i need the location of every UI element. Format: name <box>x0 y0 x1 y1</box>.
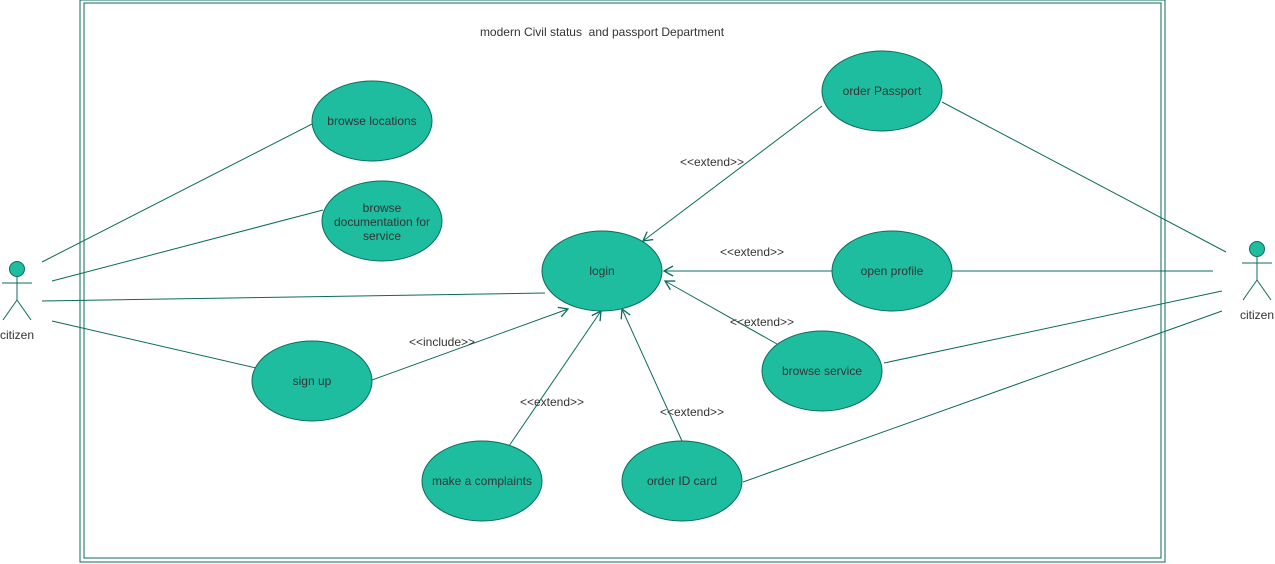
actor-right-citizen[interactable] <box>1242 241 1272 301</box>
include-label-sign-up: <<include>> <box>409 335 475 349</box>
use-case-label: order ID card <box>647 474 717 488</box>
actor-head-icon <box>1249 241 1265 257</box>
extend-arrow-id-card <box>620 307 683 442</box>
use-case-label: sign up <box>293 374 332 388</box>
system-title: modern Civil status and passport Departm… <box>480 25 725 39</box>
actor-head-icon <box>9 261 25 277</box>
use-case-login[interactable]: login <box>541 230 663 312</box>
actor-left-leg <box>2 299 18 321</box>
use-case-label: browse locations <box>327 114 416 128</box>
include-arrow-sign-up <box>371 306 570 381</box>
extend-label-service: <<extend>> <box>730 315 794 329</box>
use-case-open-profile[interactable]: open profile <box>831 230 953 312</box>
assoc-left-sign-up <box>51 320 257 369</box>
use-case-label: browse service <box>782 364 862 378</box>
assoc-left-login <box>41 292 546 302</box>
extend-label-complaints: <<extend>> <box>520 395 584 409</box>
actor-left-citizen[interactable] <box>2 261 32 321</box>
extend-arrow-passport <box>641 105 823 242</box>
left-actor-associations <box>41 121 546 369</box>
extend-arrow-service <box>663 280 778 345</box>
assoc-left-browse-locations <box>41 121 317 263</box>
use-case-label: make a complaints <box>432 474 532 488</box>
extend-label-id-card: <<extend>> <box>660 405 724 419</box>
actor-left-label: citizen <box>0 328 34 342</box>
system-boundary <box>79 0 1166 563</box>
right-actor-associations <box>742 101 1227 483</box>
use-case-sign-up[interactable]: sign up <box>251 340 373 422</box>
assoc-right-order-passport <box>941 101 1227 253</box>
dependency-arrows <box>371 105 832 447</box>
extend-label-passport: <<extend>> <box>680 155 744 169</box>
use-case-make-complaints[interactable]: make a complaints <box>421 440 543 522</box>
use-case-label: open profile <box>861 264 924 278</box>
use-case-label-line-2: documentation for <box>334 215 430 229</box>
use-case-order-id-card[interactable]: order ID card <box>621 440 743 522</box>
use-case-browse-locations[interactable]: browse locations <box>311 80 433 162</box>
use-case-label: order Passport <box>843 84 922 98</box>
assoc-right-order-id-card <box>742 310 1223 483</box>
actor-right-leg <box>16 299 32 321</box>
use-case-label-line-3: service <box>363 229 401 243</box>
extend-arrow-complaints <box>508 309 602 447</box>
actor-left-leg <box>1242 279 1258 301</box>
assoc-right-browse-service <box>883 290 1223 364</box>
extend-label-profile: <<extend>> <box>720 245 784 259</box>
use-case-label-line-1: browse <box>363 201 402 215</box>
assoc-left-browse-documentation <box>51 209 324 282</box>
use-case-browse-service[interactable]: browse service <box>761 330 883 412</box>
use-case-browse-documentation[interactable]: browse documentation for service <box>321 180 443 262</box>
actor-right-leg <box>1256 279 1272 301</box>
use-case-label: login <box>589 264 614 278</box>
use-case-order-passport[interactable]: order Passport <box>821 50 943 132</box>
actor-right-label: citizen <box>1240 308 1274 322</box>
